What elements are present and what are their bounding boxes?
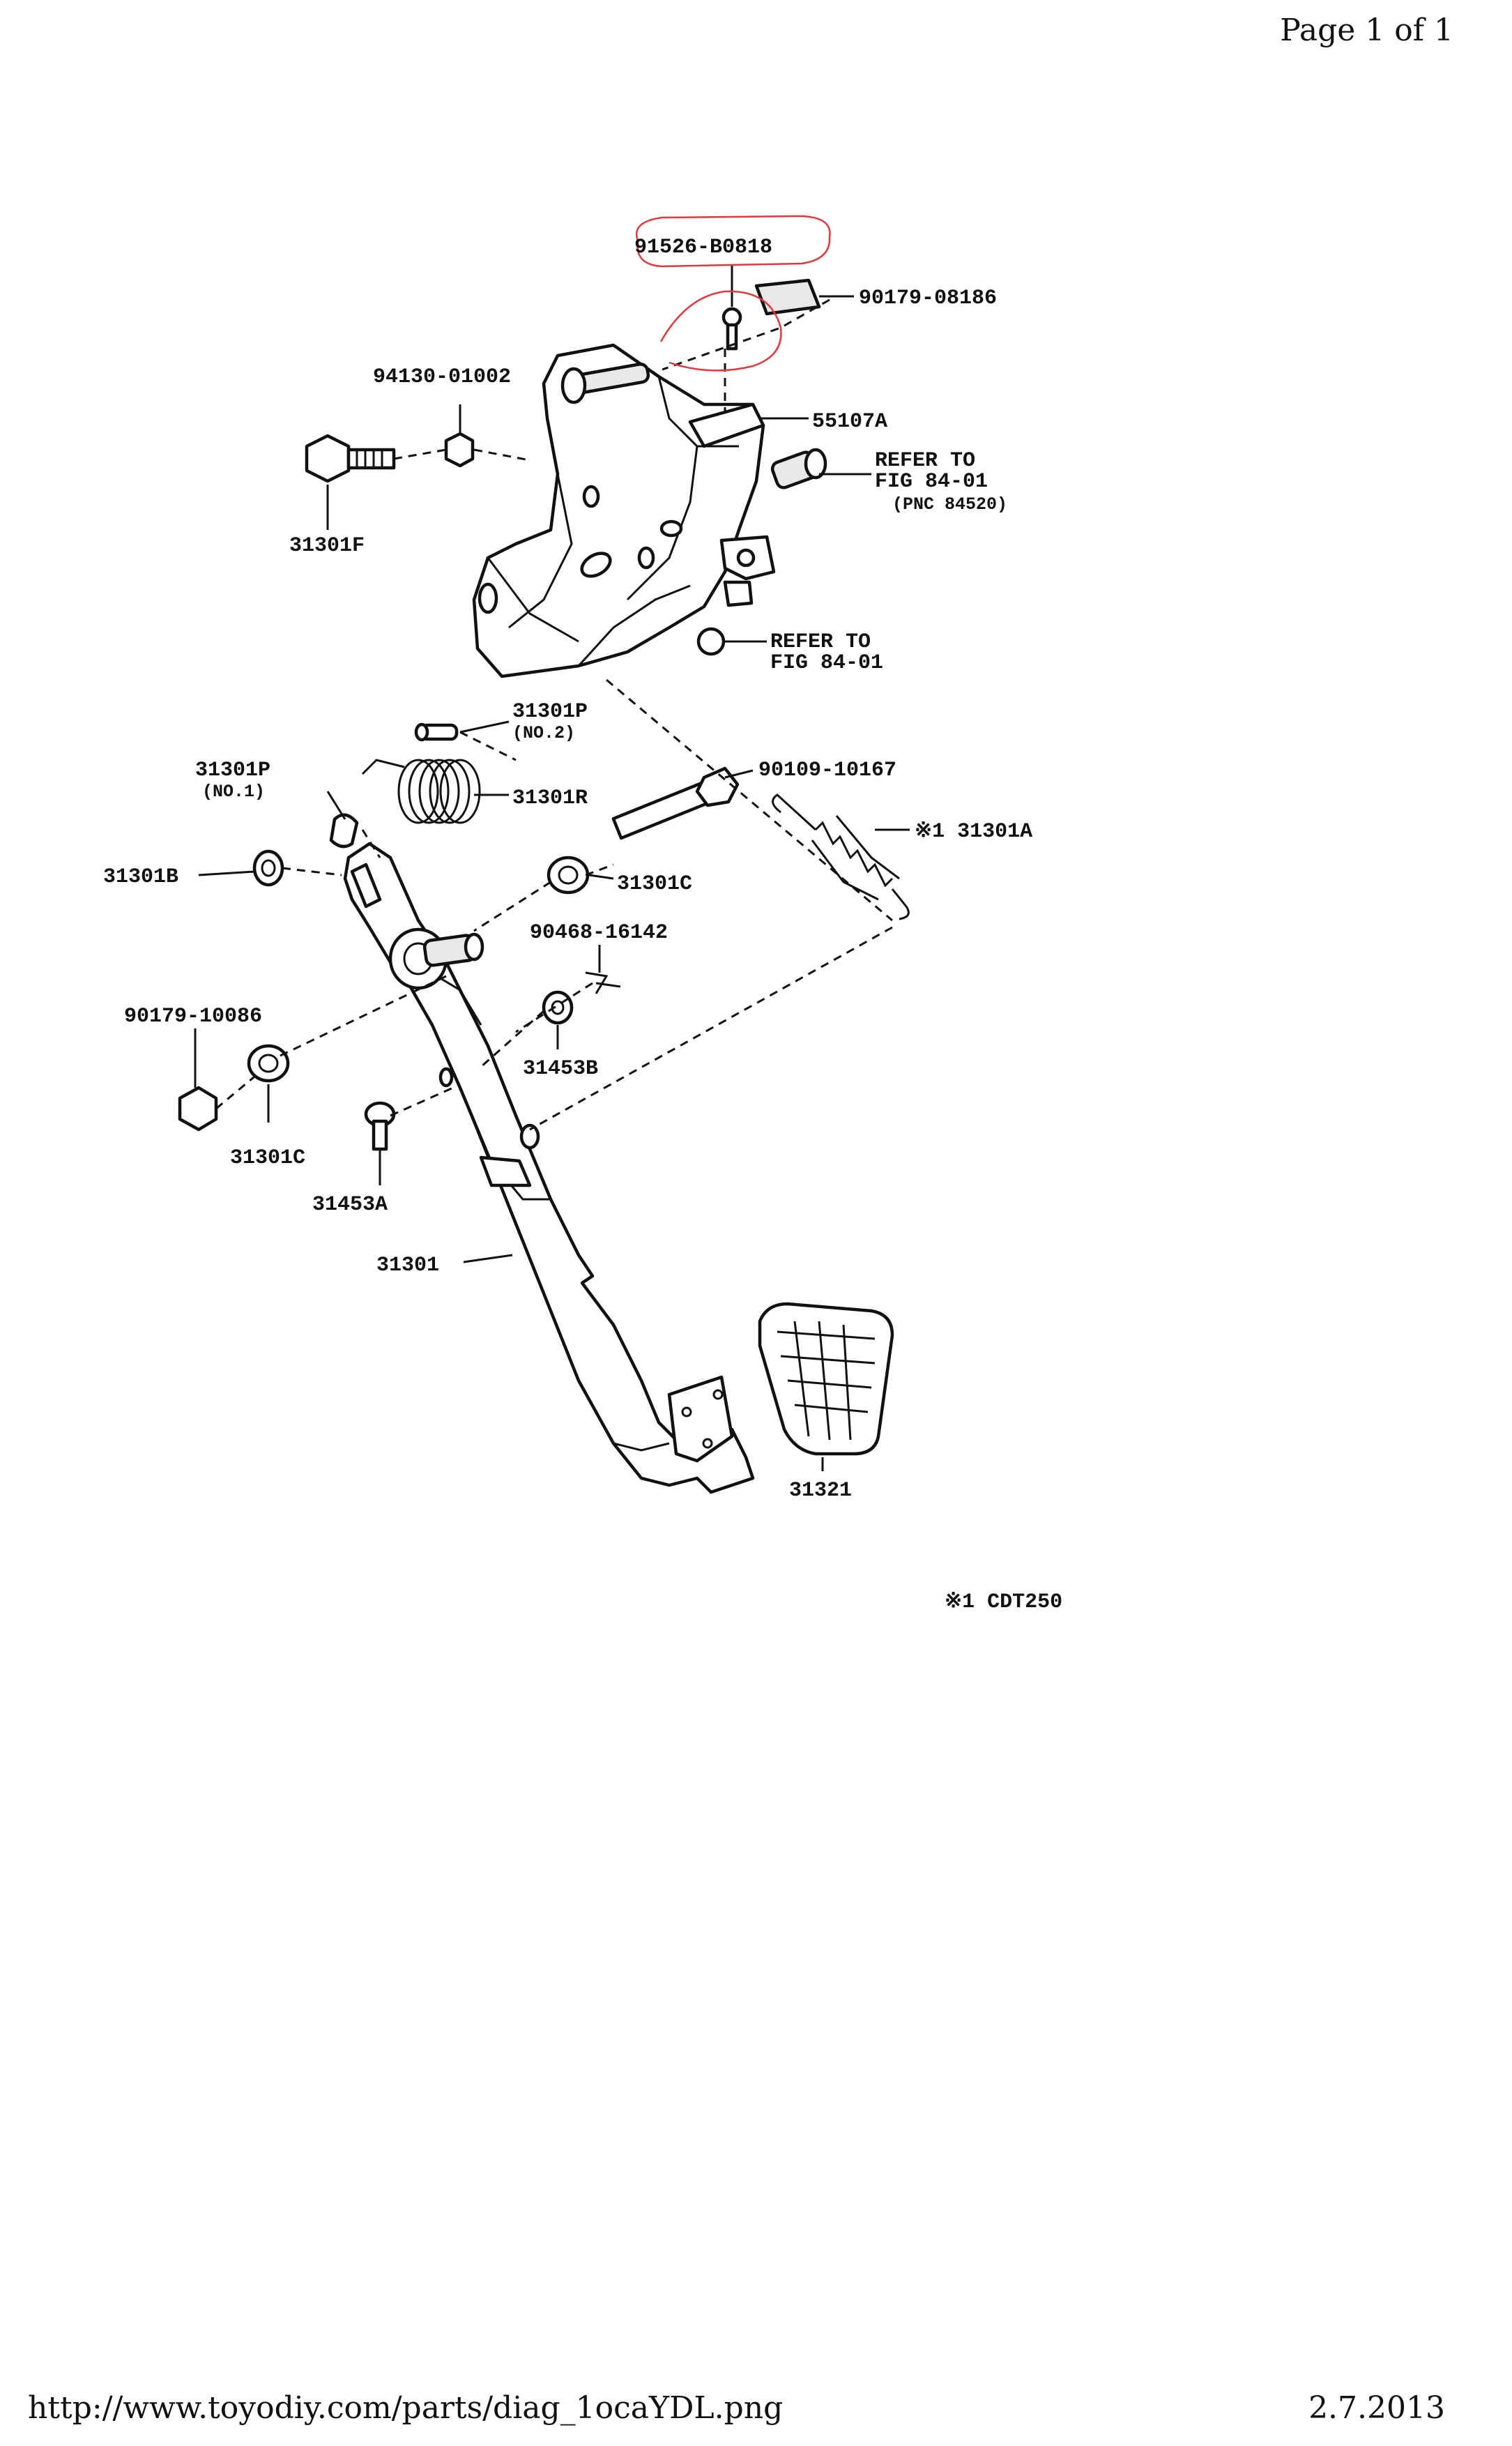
label-91526-b0818: 91526-B0818 <box>634 236 772 259</box>
label-31301r: 31301R <box>512 787 588 810</box>
label-fig-84-01-1: FIG 84-01 <box>875 470 988 494</box>
pedal-bracket <box>472 343 827 678</box>
label-refer-to-1: REFER TO <box>875 449 975 473</box>
clip-90468-16142 <box>585 971 621 994</box>
brake-pedal-arm-31301 <box>343 842 755 1494</box>
bolt-90109-10167 <box>611 766 740 840</box>
collar-31301c-upper <box>547 856 590 895</box>
label-31301p-no2-sub: (NO.2) <box>512 723 575 743</box>
label-31301f: 31301F <box>289 534 365 558</box>
label-pnc-84520: (PNC 84520) <box>892 494 1007 515</box>
label-94130-01002: 94130-01002 <box>373 365 511 389</box>
return-spring-31301a <box>772 793 910 920</box>
print-date: 2.7.2013 <box>1308 2390 1445 2426</box>
part-labels: 91526-B0818 90179-08186 94130-01002 5510… <box>103 236 1062 1614</box>
label-31301p-no2: 31301P <box>512 700 588 724</box>
label-90109-10167: 90109-10167 <box>758 759 896 782</box>
bolt-31301f <box>305 434 396 483</box>
label-31301a: ※1 31301A <box>915 820 1032 844</box>
label-90179-08186: 90179-08186 <box>859 287 997 310</box>
bushing-31301b <box>252 849 284 887</box>
label-55107a: 55107A <box>812 410 887 434</box>
label-31301c-lower: 31301C <box>230 1146 305 1170</box>
label-31301p-no1-sub: (NO.1) <box>202 782 265 802</box>
label-90468-16142: 90468-16142 <box>530 921 668 945</box>
label-31301: 31301 <box>376 1254 439 1277</box>
part-55107a-bracket <box>688 402 765 448</box>
pin-31301p-no2 <box>414 722 459 742</box>
cushion-31453a <box>364 1101 396 1151</box>
label-refer-to-2: REFER TO <box>770 630 871 654</box>
label-31301p-no1: 31301P <box>195 759 270 782</box>
source-url[interactable]: http://www.toyodiy.com/parts/diag_1ocaYD… <box>28 2390 784 2426</box>
leader-lines <box>194 265 910 1471</box>
nut-90179-10086 <box>178 1086 218 1132</box>
label-90179-10086: 90179-10086 <box>124 1005 262 1028</box>
pedal-pad-31321 <box>758 1302 894 1456</box>
collar-31301c-lower <box>247 1044 290 1083</box>
bolt-91526-b0818 <box>721 307 742 351</box>
label-31453b: 31453B <box>523 1057 598 1081</box>
bushing-31453b <box>542 990 574 1025</box>
page-number: Page 1 of 1 <box>1280 13 1453 48</box>
label-31453a: 31453A <box>312 1193 388 1217</box>
label-fig-84-01-2: FIG 84-01 <box>770 651 883 675</box>
label-31321: 31321 <box>789 1479 852 1503</box>
alignment-lines <box>215 298 893 1131</box>
label-31301b: 31301B <box>103 865 178 889</box>
footnote-cdt250: ※1 CDT250 <box>945 1590 1062 1614</box>
label-31301c-upper: 31301C <box>617 872 692 896</box>
spring-31301r <box>361 759 481 824</box>
nut-90179-08186 <box>754 278 821 316</box>
red-annotation-marks <box>636 215 831 372</box>
nut-94130-01002 <box>444 432 475 468</box>
